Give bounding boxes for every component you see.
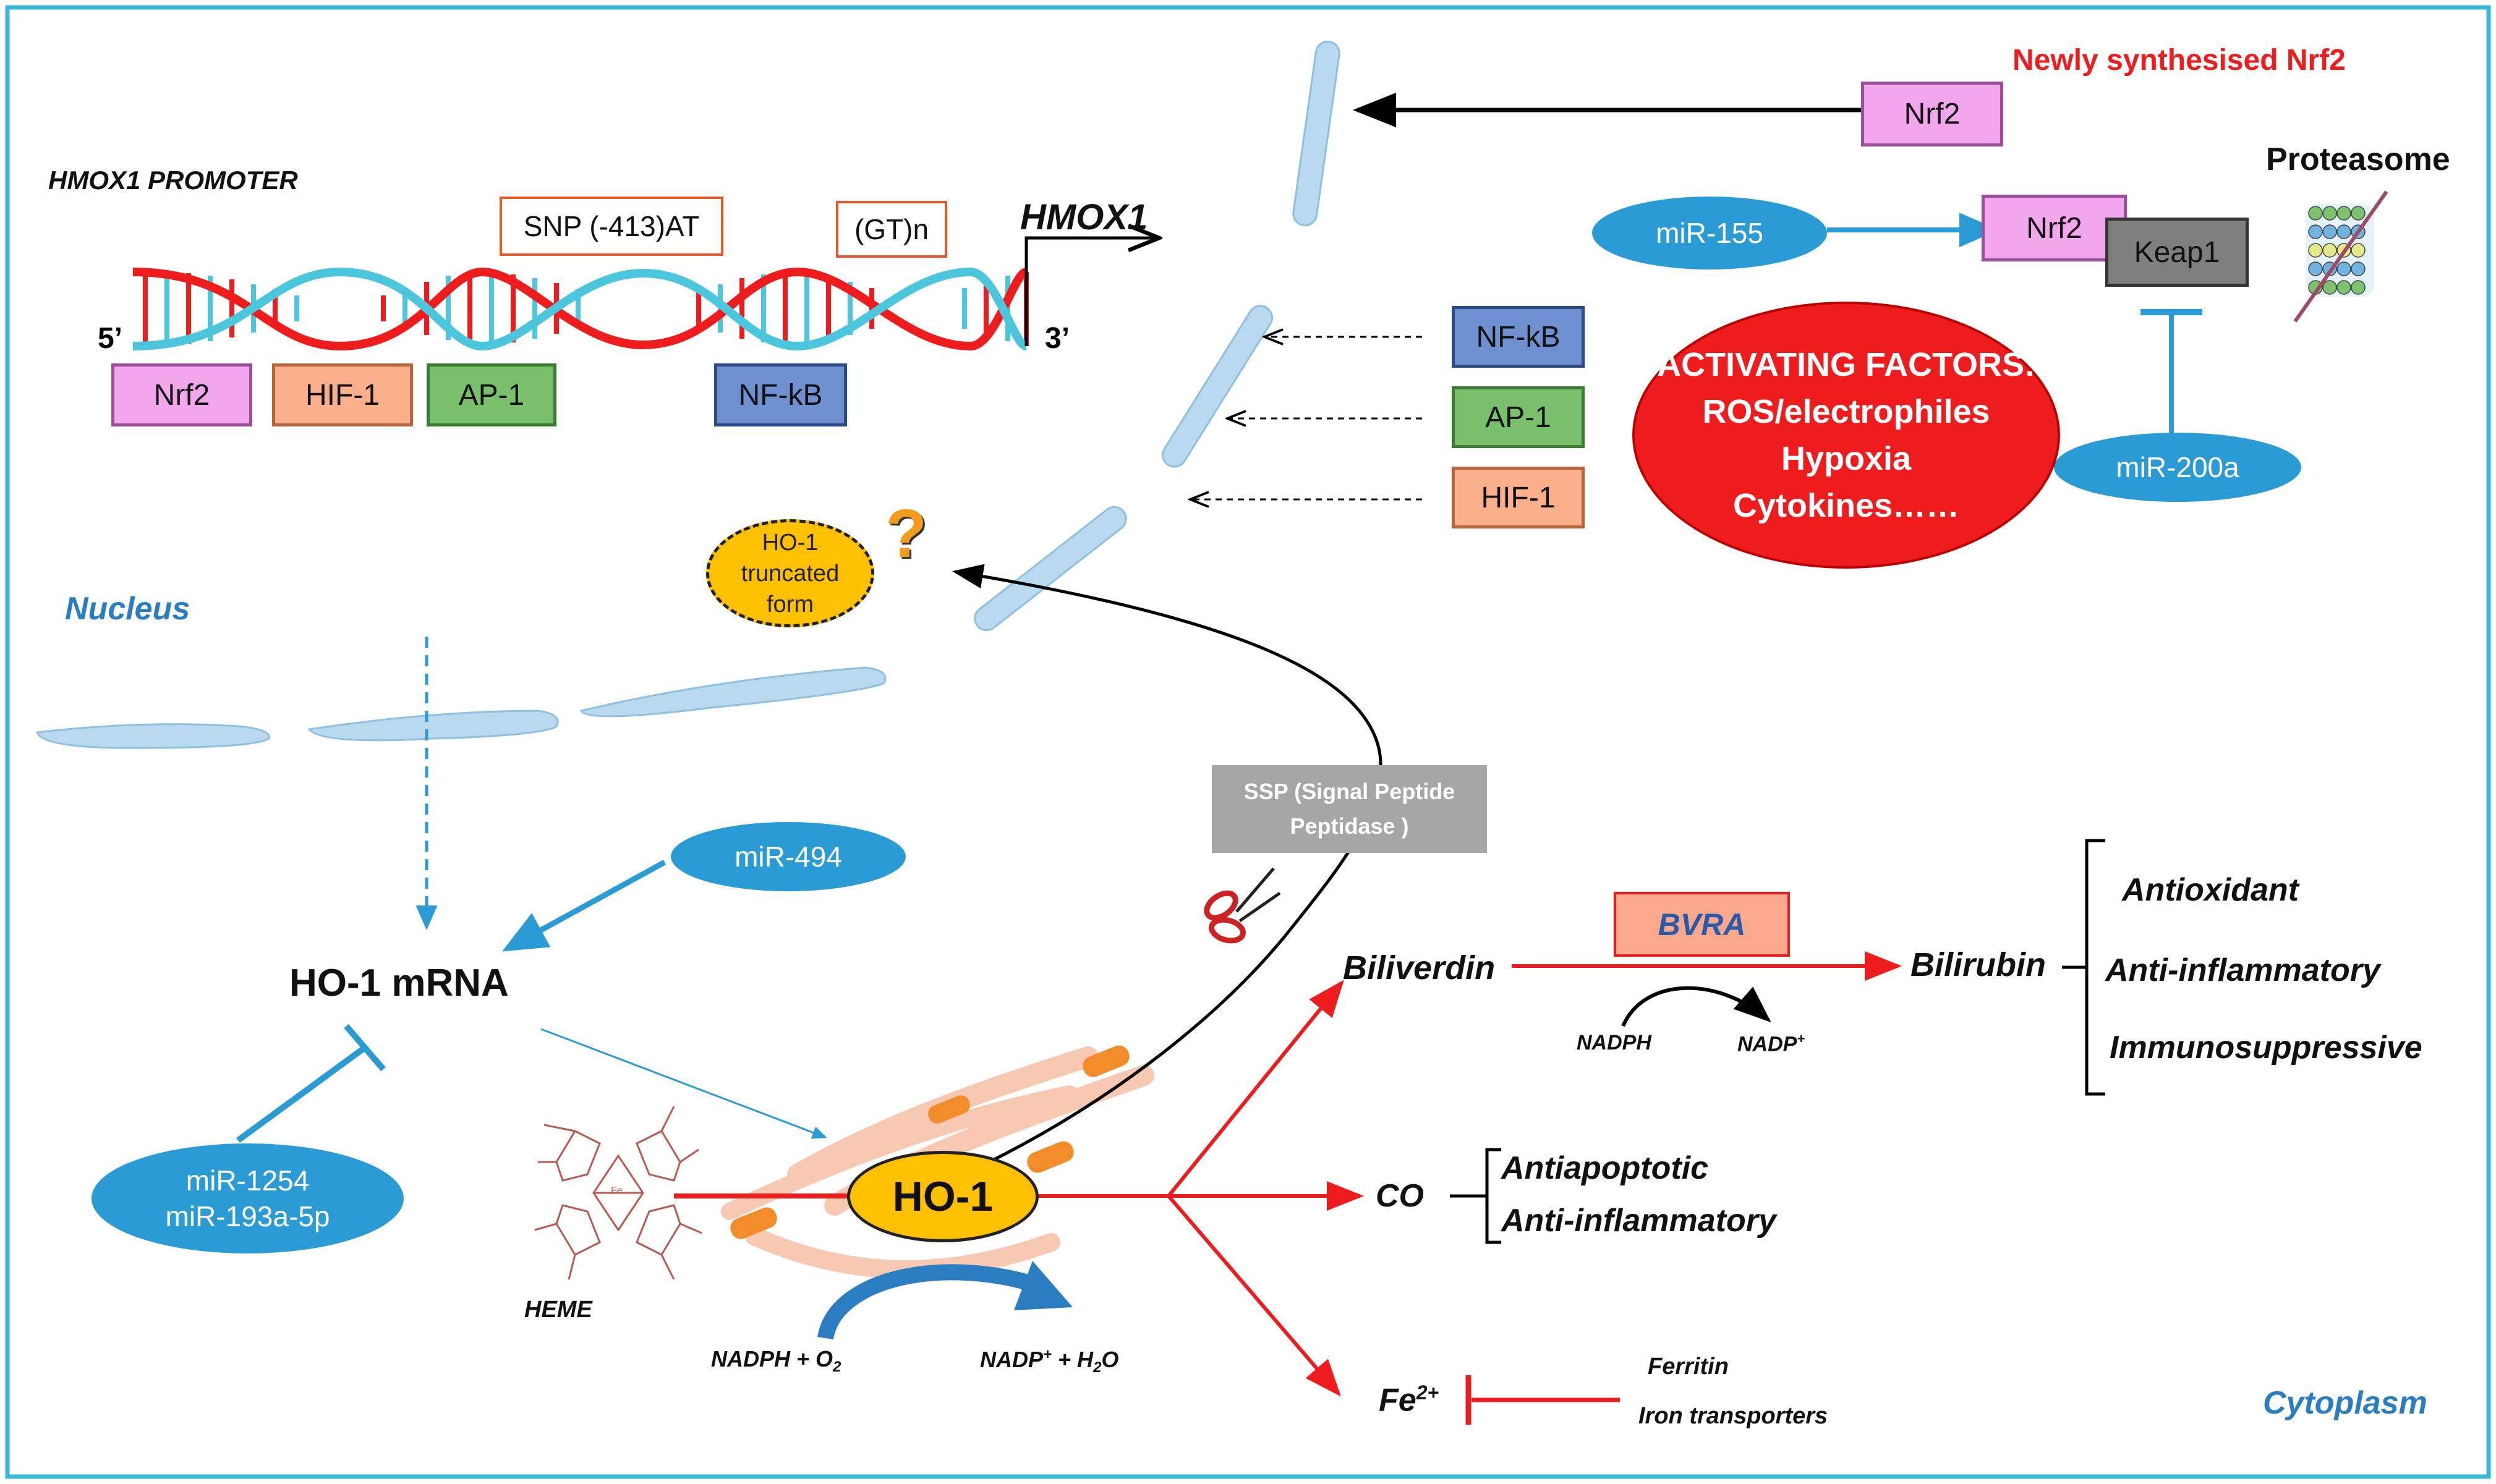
dna-helix: [132, 238, 1159, 351]
hif1-box: HIF-1: [1452, 467, 1585, 528]
nrf2-new-box: Nrf2: [1861, 82, 2003, 146]
proteasome-icon: [2293, 190, 2388, 323]
mir193-label: miR-193a-5p: [165, 1200, 330, 1232]
heme-label: HEME: [524, 1297, 592, 1323]
effect-immunosuppressive: Immunosuppressive: [2110, 1030, 2422, 1066]
promoter-tf-nfkb: NF-kB: [714, 363, 847, 426]
er-orange-segments: [730, 1045, 1130, 1239]
gtn-label: (GT)n: [836, 201, 947, 258]
ho1-truncated-form: HO-1 truncated form: [706, 519, 874, 627]
heme-structure-icon: [534, 1106, 702, 1280]
ho1-mrna-label: HO-1 mRNA: [289, 962, 509, 1004]
promoter-tf-nrf2: Nrf2: [111, 363, 252, 426]
ssp-line1: SSP (Signal Peptide: [1243, 779, 1455, 804]
keap1-box: Keap1: [2105, 218, 2249, 287]
nrf2-bound-box: Nrf2: [1982, 195, 2127, 261]
truncated-line3: form: [767, 591, 814, 617]
scissors-icon: [1204, 867, 1281, 944]
activating-hypoxia: Hypoxia: [1781, 440, 1912, 477]
nfkb-box: NF-kB: [1452, 306, 1585, 368]
truncated-line1: HO-1: [762, 529, 819, 556]
effect-anti-inflammatory-co: Anti-inflammatory: [1501, 1203, 1776, 1239]
newly-synthesised-label: Newly synthesised Nrf2: [2013, 44, 2346, 77]
iron-transporters-label: Iron transporters: [1638, 1403, 1828, 1429]
ap1-box: AP-1: [1452, 386, 1585, 448]
nadp-label: NADP+: [1737, 1031, 1805, 1056]
bvra-box: BVRA: [1614, 892, 1790, 957]
effect-antiapoptotic: Antiapoptotic: [1501, 1150, 1709, 1186]
promoter-title: HMOX1 PROMOTER: [48, 166, 298, 195]
ssp-box: SSP (Signal Peptide Peptidase ): [1212, 765, 1487, 853]
activating-factors-ellipse: ACTIVATING FACTORS: ROS/electrophiles Hy…: [1632, 302, 2060, 569]
question-mark-icon: ?: [885, 496, 927, 572]
proteasome-label: Proteasome: [2266, 142, 2450, 177]
five-prime-label: 5’: [98, 322, 123, 355]
promoter-tf-ap1: AP-1: [427, 363, 556, 426]
nadph-label: NADPH: [1577, 1031, 1651, 1054]
co-label: CO: [1376, 1178, 1424, 1214]
ho1-enzyme: HO-1: [847, 1151, 1039, 1242]
hmox1-gene-label: HMOX1: [1020, 197, 1148, 237]
effect-anti-inflammatory-bilirubin: Anti-inflammatory: [2105, 952, 2380, 988]
promoter-tf-hif1: HIF-1: [272, 363, 413, 426]
truncated-line2: truncated: [741, 560, 840, 587]
mir494-pill: miR-494: [671, 822, 906, 891]
biliverdin-label: Biliverdin: [1343, 949, 1496, 986]
ferritin-label: Ferritin: [1648, 1354, 1729, 1380]
snp-label: SNP (-413)AT: [500, 197, 723, 256]
nadp-h2o-label: NADP+ + H2O: [980, 1346, 1119, 1376]
fe2-label: Fe2+: [1379, 1381, 1439, 1418]
mir1254-label: miR-1254: [185, 1164, 310, 1197]
cytoplasm-label: Cytoplasm: [2263, 1385, 2427, 1421]
heme-fe-label: Fe: [611, 1185, 623, 1196]
nadph-o2-label: NADPH + O2: [711, 1346, 841, 1376]
figure-frame: [5, 5, 2491, 1479]
three-prime-label: 3’: [1045, 322, 1070, 355]
effect-antioxidant: Antioxidant: [2122, 872, 2299, 908]
activating-ros: ROS/electrophiles: [1702, 393, 1990, 430]
nuclear-membrane: [35, 40, 1340, 749]
activating-title: ACTIVATING FACTORS:: [1657, 346, 2035, 383]
ssp-line2: Peptidase ): [1290, 813, 1409, 839]
activating-cytokines: Cytokines……: [1732, 487, 1960, 524]
bilirubin-label: Bilirubin: [1910, 946, 2046, 983]
mir200a-pill: miR-200a: [2054, 433, 2301, 502]
mir155-pill: miR-155: [1592, 197, 1827, 269]
nucleus-label: Nucleus: [65, 591, 190, 627]
